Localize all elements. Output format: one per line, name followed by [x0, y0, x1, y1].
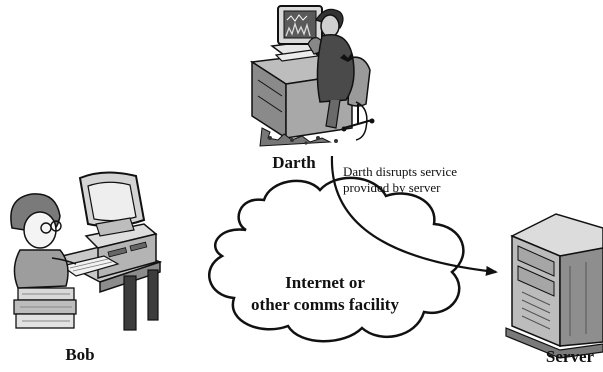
bob-label: Bob [65, 345, 94, 364]
attacker-at-computer-icon [249, 5, 375, 147]
disruption-arrow [330, 155, 498, 276]
server-label: Server [546, 347, 595, 366]
network-label-line-1: Internet or [285, 273, 365, 292]
server-tower-icon [505, 213, 603, 359]
user-at-computer-icon [10, 171, 163, 331]
annotation-line-1: Darth disrupts service [343, 164, 457, 179]
darth-label: Darth [272, 153, 316, 172]
network-label-line-2: other comms facility [251, 295, 399, 314]
annotation-line-2: provided by server [343, 180, 441, 195]
cloud-icon [208, 176, 465, 343]
